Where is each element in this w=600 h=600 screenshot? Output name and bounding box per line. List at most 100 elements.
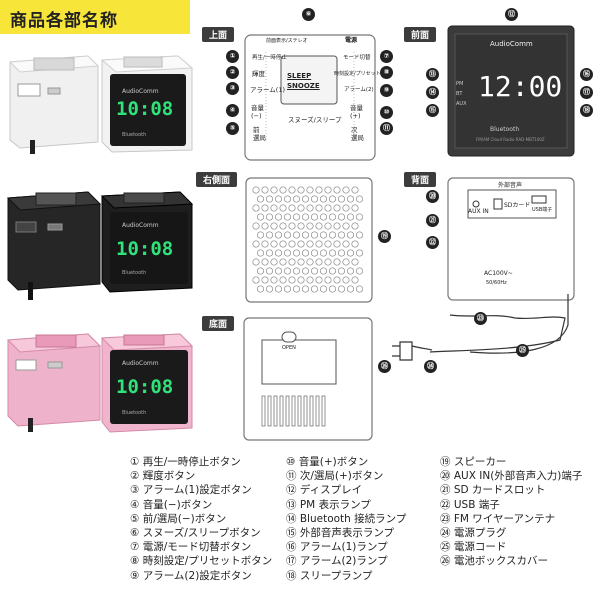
pink-unit-back — [6, 333, 102, 432]
callout-18: ⑱ — [580, 104, 593, 117]
grille-hole — [274, 249, 283, 257]
label-bottom: 底面 — [202, 316, 235, 331]
grille-hole — [351, 222, 359, 230]
legend-item: ⑮ 外部音声表示ランプ — [286, 527, 395, 540]
grille-hole — [279, 258, 287, 266]
grille-hole — [324, 222, 332, 230]
bottom-vents — [261, 395, 326, 427]
grille-hole — [351, 204, 359, 212]
legend-item: ⑭ Bluetooth 接続ランプ — [286, 512, 407, 525]
grille-hole — [346, 249, 355, 257]
grille-hole — [306, 276, 314, 284]
vent-slot — [303, 395, 308, 427]
callout-1: ① — [226, 50, 239, 63]
grille-hole — [252, 276, 260, 284]
grille-hole — [256, 249, 265, 257]
legend-item: ⑤ 前/選局(−)ボタン — [130, 512, 227, 525]
grille-hole — [274, 267, 283, 275]
brightness-label: 輝度 — [252, 70, 265, 78]
black-unit-back — [6, 191, 102, 300]
callout-6: ⑥ — [302, 8, 315, 21]
grille-hole — [270, 240, 278, 248]
front-bluetooth: Bluetooth — [490, 126, 520, 133]
grille-hole — [265, 213, 274, 221]
legend-item: ⑦ 電源/モード切替ボタン — [130, 541, 252, 554]
grille-hole — [283, 285, 292, 293]
grille-hole — [297, 186, 305, 194]
grille-hole — [315, 186, 323, 194]
grille-hole — [283, 231, 292, 239]
grille-hole — [256, 285, 265, 293]
callout-14: ⑭ — [426, 86, 439, 99]
grille-hole — [337, 285, 346, 293]
grille-hole — [261, 186, 269, 194]
grille-hole — [270, 222, 278, 230]
page-title: 商品各部名称 — [10, 11, 118, 31]
vol-minus-label: 音量(−) — [251, 104, 264, 120]
open-label: OPEN — [282, 345, 296, 351]
grille-hole — [346, 231, 355, 239]
callout-19: ⑲ — [378, 230, 391, 243]
black-time-display: 10:08 — [116, 238, 174, 260]
vent-slot — [291, 395, 296, 427]
white-brand: AudioComm — [122, 88, 159, 95]
grille-hole — [306, 258, 314, 266]
legend-item: ⑨ アラーム(2)設定ボタン — [130, 569, 252, 582]
vent-slot — [273, 395, 278, 427]
sd-label: SDカード — [504, 202, 531, 209]
grille-hole — [328, 267, 337, 275]
grille-hole — [283, 213, 292, 221]
legend-item: ㉓ FM ワイヤーアンテナ — [440, 512, 556, 525]
callout-16: ⑯ — [580, 68, 593, 81]
grille-hole — [310, 195, 319, 203]
legend-col-3: ⑲ スピーカー ⑳ AUX IN(外部音声入力)端子 ㉑ SD カードスロット … — [440, 455, 582, 569]
grille-hole — [270, 276, 278, 284]
grille-hole — [319, 231, 328, 239]
grille-hole — [346, 195, 355, 203]
grille-hole — [306, 186, 314, 194]
grille-hole — [342, 240, 350, 248]
title-banner: 商品各部名称 — [0, 0, 190, 34]
grille-hole — [279, 276, 287, 284]
grille-hole — [256, 267, 265, 275]
grille-hole — [301, 285, 310, 293]
grille-hole — [301, 249, 310, 257]
grille-hole — [274, 195, 283, 203]
legend-item: ㉒ USB 端子 — [440, 498, 500, 511]
callout-11: ⑪ — [380, 122, 393, 135]
grille-hole — [252, 204, 260, 212]
grille-hole — [261, 258, 269, 266]
callout-7: ⑦ — [380, 50, 393, 63]
grille-hole — [333, 204, 341, 212]
grille-hole — [261, 222, 269, 230]
grille-hole — [310, 213, 319, 221]
callout-17: ⑰ — [580, 86, 593, 99]
usb-port — [531, 195, 547, 204]
grille-hole — [355, 249, 364, 257]
grille-hole — [342, 258, 350, 266]
grille-hole — [355, 213, 364, 221]
grille-hole — [252, 186, 260, 194]
alarm2-label: アラーム(2) — [344, 87, 374, 93]
grille-hole — [310, 285, 319, 293]
grille-hole — [328, 213, 337, 221]
power-spec2: 50/60Hz — [486, 280, 507, 286]
grille-hole — [261, 204, 269, 212]
grille-hole — [288, 240, 296, 248]
snooze-btn-text2: SNOOZE — [287, 82, 320, 90]
grille-hole — [319, 195, 328, 203]
grille-hole — [292, 285, 301, 293]
grille-hole — [265, 231, 274, 239]
label-right: 右側面 — [196, 172, 238, 187]
callout-13: ⑬ — [426, 68, 439, 81]
vent-slot — [321, 395, 326, 427]
legend-item: ⑲ スピーカー — [440, 456, 507, 468]
pink-brand: AudioComm — [122, 360, 159, 367]
grille-hole — [279, 186, 287, 194]
vent-slot — [309, 395, 314, 427]
grille-hole — [297, 240, 305, 248]
grille-hole — [297, 204, 305, 212]
grille-hole — [306, 240, 314, 248]
grille-hole — [283, 195, 292, 203]
grille-hole — [283, 267, 292, 275]
